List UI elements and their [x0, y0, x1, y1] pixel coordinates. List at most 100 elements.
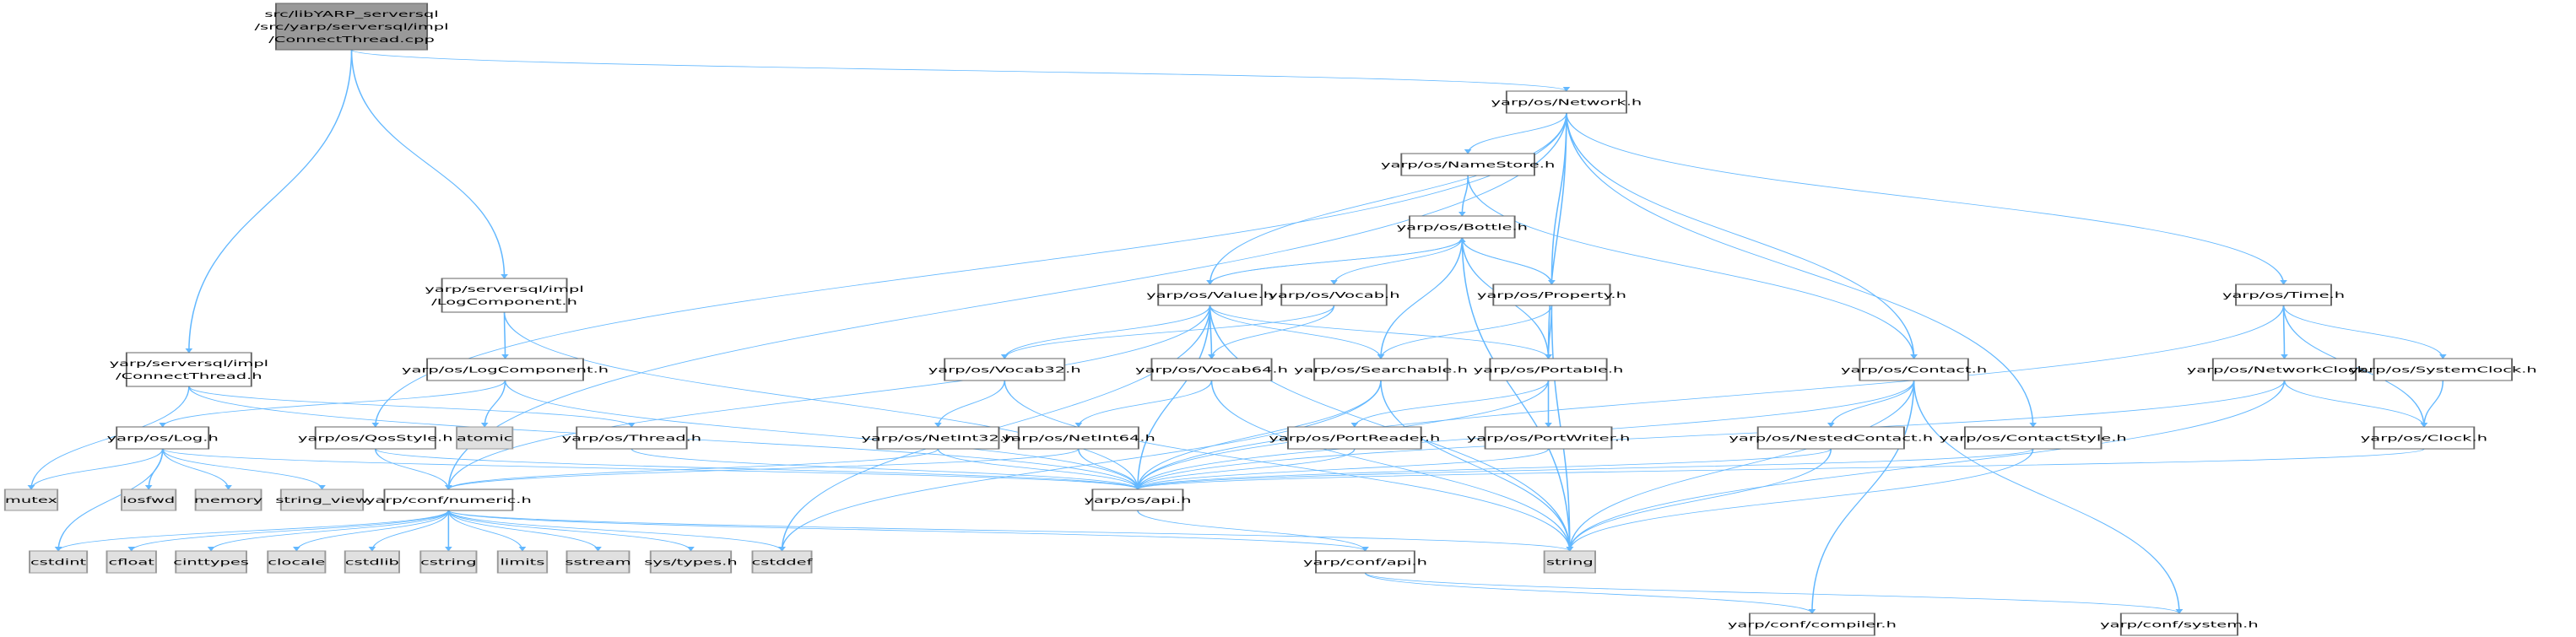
node-contactstyle[interactable]: yarp/os/ContactStyle.h	[1940, 426, 2127, 450]
node-bottle[interactable]: yarp/os/Bottle.h	[1397, 215, 1528, 239]
edge-sql_logcomp-to-os_logcomp	[501, 311, 509, 359]
edge-value-to-numeric	[445, 305, 1211, 490]
edge-value-to-vocab32	[1000, 305, 1211, 359]
node-label: cstring	[420, 557, 477, 567]
edge-searchable-to-string	[1380, 380, 1574, 552]
node-string: string	[1543, 550, 1596, 574]
node-box	[125, 352, 252, 387]
node-sql-logcomp[interactable]: yarp/serversql/impl/LogComponent.h	[425, 278, 584, 313]
node-label: /ConnectThread.cpp	[268, 35, 435, 45]
node-systemclock[interactable]: yarp/os/SystemClock.h	[2349, 358, 2537, 381]
node-box	[1150, 358, 1273, 381]
node-system[interactable]: yarp/conf/system.h	[2100, 613, 2259, 636]
node-label: yarp/serversql/impl	[425, 284, 584, 294]
node-label: yarp/os/NetworkClock.h	[2187, 364, 2383, 375]
edge-vocab-to-vocab32	[1000, 305, 1335, 359]
node-box	[496, 550, 549, 574]
node-box	[1859, 358, 1969, 381]
edge-numeric-to-cinttypes	[207, 510, 450, 552]
node-namestore[interactable]: yarp/os/NameStore.h	[1381, 153, 1555, 176]
node-box	[2373, 426, 2476, 450]
node-label: yarp/os/Value.h	[1146, 290, 1274, 300]
node-network[interactable]: yarp/os/Network.h	[1491, 90, 1642, 114]
edge-vocab64-to-netint64	[1074, 380, 1213, 428]
edge-qosstyle-to-numeric	[374, 448, 452, 490]
edge-netint64-to-os_api	[1078, 448, 1142, 490]
edge-root-to-connectthread_h	[185, 49, 353, 354]
node-label: /src/yarp/serversql/impl	[255, 22, 449, 32]
node-label: yarp/os/LogComponent.h	[402, 364, 609, 375]
node-box	[175, 550, 247, 574]
node-clocale: clocale	[267, 550, 327, 574]
node-label: yarp/os/Thread.h	[562, 433, 702, 443]
node-clock[interactable]: yarp/os/Clock.h	[2361, 426, 2487, 450]
edge-contact-to-string	[1566, 380, 1915, 552]
node-property[interactable]: yarp/os/Property.h	[1477, 283, 1626, 306]
node-networkclock[interactable]: yarp/os/NetworkClock.h	[2187, 358, 2383, 381]
edge-time-to-networkclock	[2281, 305, 2288, 359]
node-label: yarp/os/PortReader.h	[1269, 433, 1440, 443]
node-os-logcomp[interactable]: yarp/os/LogComponent.h	[402, 358, 609, 381]
node-label: clocale	[268, 557, 325, 567]
node-vocab64[interactable]: yarp/os/Vocab64.h	[1135, 358, 1288, 381]
node-label: atomic	[457, 433, 513, 443]
node-cstddef: cstddef	[751, 550, 813, 574]
node-label: yarp/os/Portable.h	[1474, 364, 1624, 375]
node-portable[interactable]: yarp/os/Portable.h	[1474, 358, 1624, 381]
node-qosstyle[interactable]: yarp/os/QosStyle.h	[298, 426, 453, 450]
edge-os_api-to-conf_api	[1137, 510, 1369, 552]
node-box	[456, 426, 514, 450]
edge-numeric-to-sstream	[447, 510, 602, 552]
node-box	[275, 3, 429, 51]
edge-value-to-portable	[1209, 305, 1552, 359]
edge-vocab32-to-string	[1004, 380, 1574, 552]
node-numeric[interactable]: yarp/conf/numeric.h	[365, 489, 532, 511]
node-layer: src/libYARP_serversql/src/yarp/serversql…	[3, 3, 2537, 636]
node-box	[279, 489, 365, 511]
node-box	[426, 358, 584, 381]
node-compiler[interactable]: yarp/conf/compiler.h	[1728, 613, 1897, 636]
node-box	[116, 426, 210, 450]
node-portreader[interactable]: yarp/os/PortReader.h	[1269, 426, 1440, 450]
node-box	[876, 426, 1000, 450]
node-label: cstdint	[30, 557, 86, 567]
node-time[interactable]: yarp/os/Time.h	[2222, 283, 2345, 306]
edge-contact-to-nestedcontact	[1826, 380, 1915, 428]
node-box	[314, 426, 436, 450]
edge-network-to-numeric	[445, 112, 1567, 490]
node-contact[interactable]: yarp/os/Contact.h	[1841, 358, 1987, 381]
node-root[interactable]: src/libYARP_serversql/src/yarp/serversql…	[255, 3, 449, 51]
edge-network-to-value	[1206, 112, 1567, 285]
node-box	[1543, 550, 1596, 574]
node-box	[29, 550, 89, 574]
edge-contactstyle-to-os_api	[1134, 448, 2034, 490]
edge-numeric-to-cstdlib	[368, 510, 450, 552]
node-thread[interactable]: yarp/os/Thread.h	[562, 426, 702, 450]
node-label: yarp/serversql/impl	[110, 359, 269, 369]
node-conf-api[interactable]: yarp/conf/api.h	[1303, 550, 1427, 574]
node-box	[2119, 613, 2239, 636]
node-os-api[interactable]: yarp/os/api.h	[1084, 489, 1191, 511]
node-label: cfloat	[109, 557, 154, 567]
node-portwriter[interactable]: yarp/os/PortWriter.h	[1467, 426, 1631, 450]
node-vocab32[interactable]: yarp/os/Vocab32.h	[928, 358, 1081, 381]
edge-network-to-contact	[1566, 112, 1918, 359]
node-vocab[interactable]: yarp/os/Vocab.h	[1268, 283, 1400, 306]
node-log[interactable]: yarp/os/Log.h	[107, 426, 219, 450]
node-connectthread-h[interactable]: yarp/serversql/impl/ConnectThread.h	[110, 352, 269, 387]
edge-log-to-mutex	[27, 448, 164, 490]
node-nestedcontact[interactable]: yarp/os/NestedContact.h	[1729, 426, 1933, 450]
node-netint32[interactable]: yarp/os/NetInt32.h	[861, 426, 1015, 450]
node-searchable[interactable]: yarp/os/Searchable.h	[1294, 358, 1468, 381]
node-value[interactable]: yarp/os/Value.h	[1146, 283, 1274, 306]
edge-thread-to-os_api	[630, 448, 1142, 490]
node-label: /ConnectThread.h	[116, 371, 262, 381]
node-box	[1313, 358, 1448, 381]
node-label: yarp/conf/compiler.h	[1728, 619, 1897, 629]
edge-os_logcomp-to-os_api	[504, 380, 1142, 490]
node-netint64[interactable]: yarp/os/NetInt64.h	[1002, 426, 1155, 450]
node-label: yarp/os/PortWriter.h	[1467, 433, 1631, 443]
node-label: yarp/os/Clock.h	[2361, 433, 2487, 443]
edge-bottle-to-searchable	[1377, 237, 1464, 359]
